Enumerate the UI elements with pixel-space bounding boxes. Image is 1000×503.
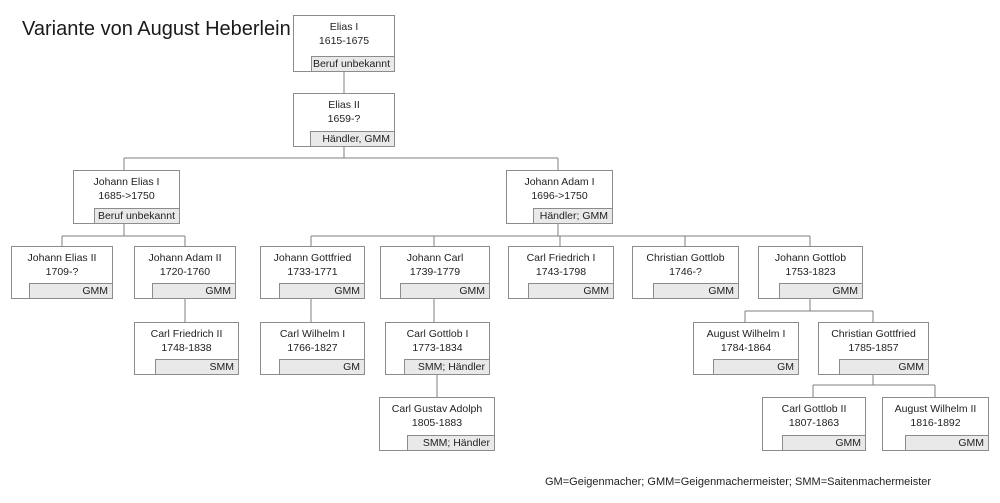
person-years: 1773-1834 — [412, 342, 463, 354]
person-years: 1748-1838 — [161, 342, 212, 354]
person-node-august-wilhelm-2: August Wilhelm II 1816-1892 GMM — [882, 397, 989, 451]
person-node-carl-friedrich-1: Carl Friedrich I 1743-1798 GMM — [508, 246, 614, 299]
person-years: 1753-1823 — [785, 266, 836, 278]
occupation-badge: GM — [279, 359, 365, 375]
occupation-badge: GMM — [839, 359, 929, 375]
person-name: Carl Gottlob II — [781, 403, 847, 415]
person-node-johann-adam-2: Johann Adam II 1720-1760 GMM — [134, 246, 236, 299]
person-years: 1733-1771 — [287, 266, 338, 278]
occupation-badge: GMM — [779, 283, 863, 299]
occupation-badge: GMM — [653, 283, 739, 299]
person-name: Johann Adam I — [524, 176, 595, 188]
person-node-carl-wilhelm-1: Carl Wilhelm I 1766-1827 GM — [260, 322, 365, 375]
occupation-badge: GMM — [400, 283, 490, 299]
person-node-elias-1: Elias I 1615-1675 Beruf unbekannt — [293, 15, 395, 72]
abbreviation-legend: GM=Geigenmacher; GMM=Geigenmachermeister… — [545, 476, 932, 488]
occupation-badge: Beruf unbekannt — [311, 56, 395, 72]
person-years: 1739-1779 — [409, 266, 461, 278]
occupation-badge: Händler, GMM — [310, 131, 395, 147]
person-name: Johann Carl — [406, 252, 464, 264]
person-years: 1784-1864 — [720, 342, 772, 354]
occupation-badge: SMM — [155, 359, 239, 375]
occupation-badge: SMM; Händler — [404, 359, 490, 375]
person-node-johann-gottfried: Johann Gottfried 1733-1771 GMM — [260, 246, 365, 299]
occupation-badge: Händler; GMM — [533, 208, 613, 224]
occupation-badge: GMM — [279, 283, 365, 299]
person-years: 1709-? — [45, 266, 79, 278]
person-years: 1816-1892 — [910, 417, 961, 429]
person-name: August Wilhelm II — [894, 403, 977, 415]
person-node-johann-carl: Johann Carl 1739-1779 GMM — [380, 246, 490, 299]
person-name: Elias I — [329, 21, 359, 33]
person-node-carl-gustav-adolph: Carl Gustav Adolph 1805-1883 SMM; Händle… — [379, 397, 495, 451]
person-node-christian-gottlob: Christian Gottlob 1746-? GMM — [632, 246, 739, 299]
person-node-christian-gottfried: Christian Gottfried 1785-1857 GMM — [818, 322, 929, 375]
person-node-johann-elias-2: Johann Elias II 1709-? GMM — [11, 246, 113, 299]
person-node-johann-adam-1: Johann Adam I 1696->1750 Händler; GMM — [506, 170, 613, 224]
person-name: Johann Elias I — [93, 176, 160, 188]
person-years: 1805-1883 — [411, 417, 463, 429]
person-node-elias-2: Elias II 1659-? Händler, GMM — [293, 93, 395, 147]
person-name: Carl Gottlob I — [406, 328, 469, 340]
person-name: Carl Gustav Adolph — [391, 403, 483, 415]
person-years: 1785-1857 — [848, 342, 899, 354]
person-node-carl-gottlob-2: Carl Gottlob II 1807-1863 GMM — [762, 397, 866, 451]
person-years: 1615-1675 — [318, 35, 370, 47]
person-name: Carl Wilhelm I — [279, 328, 346, 340]
person-name: Johann Adam II — [148, 252, 222, 264]
occupation-badge: Beruf unbekannt — [94, 208, 180, 224]
occupation-badge: GMM — [29, 283, 113, 299]
occupation-badge: GMM — [528, 283, 614, 299]
person-years: 1720-1760 — [159, 266, 211, 278]
diagram-title: Variante von August Heberlein — [22, 18, 291, 40]
person-years: 1685->1750 — [98, 190, 155, 202]
occupation-badge: GMM — [905, 435, 989, 451]
person-node-johann-gottlob: Johann Gottlob 1753-1823 GMM — [758, 246, 863, 299]
person-node-johann-elias-1: Johann Elias I 1685->1750 Beruf unbekann… — [73, 170, 180, 224]
person-name: Christian Gottlob — [646, 252, 725, 264]
person-years: 1696->1750 — [531, 190, 588, 202]
person-years: 1659-? — [327, 113, 361, 125]
person-node-carl-gottlob-1: Carl Gottlob I 1773-1834 SMM; Händler — [385, 322, 490, 375]
occupation-badge: SMM; Händler — [407, 435, 495, 451]
person-years: 1743-1798 — [535, 266, 587, 278]
person-name: Johann Gottlob — [774, 252, 847, 264]
person-name: Carl Friedrich II — [150, 328, 223, 340]
occupation-badge: GMM — [782, 435, 866, 451]
occupation-badge: GM — [713, 359, 799, 375]
person-name: August Wilhelm I — [706, 328, 786, 340]
person-years: 1746-? — [669, 266, 702, 278]
person-years: 1807-1863 — [788, 417, 840, 429]
person-name: Johann Gottfried — [273, 252, 352, 264]
person-node-carl-friedrich-2: Carl Friedrich II 1748-1838 SMM — [134, 322, 239, 375]
person-name: Christian Gottfried — [831, 328, 916, 340]
occupation-badge: GMM — [152, 283, 236, 299]
person-name: Elias II — [328, 99, 360, 111]
person-name: Johann Elias II — [27, 252, 97, 264]
person-node-august-wilhelm-1: August Wilhelm I 1784-1864 GM — [693, 322, 799, 375]
person-name: Carl Friedrich I — [526, 252, 596, 264]
person-years: 1766-1827 — [287, 342, 338, 354]
